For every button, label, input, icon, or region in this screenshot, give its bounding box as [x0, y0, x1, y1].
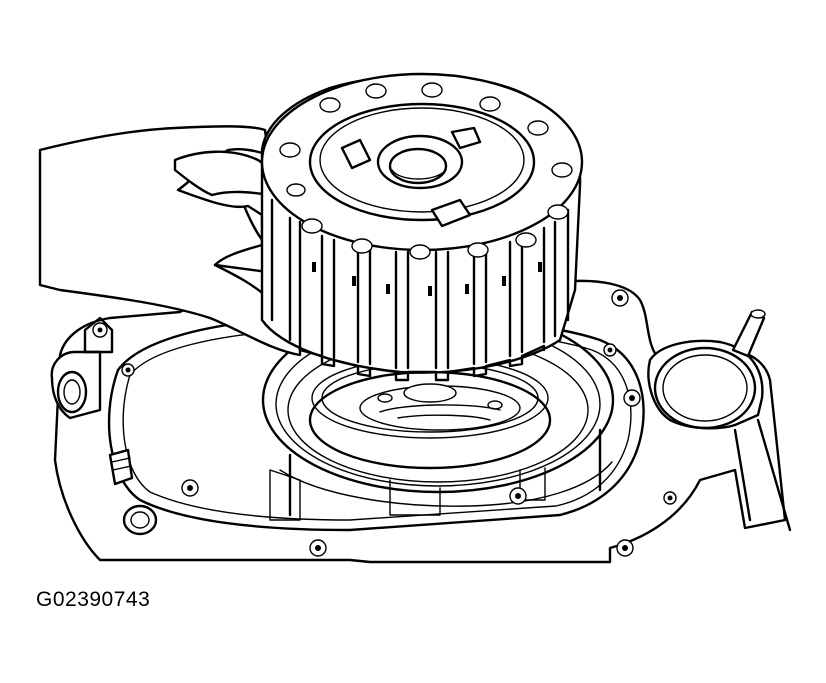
clutch-drum	[260, 72, 584, 382]
drum-splines	[270, 198, 570, 370]
drum-face-holes	[279, 82, 573, 260]
case-bolt-holes	[92, 289, 677, 557]
transmission-case	[50, 272, 792, 564]
figure-id-label: G02390743	[36, 588, 151, 611]
